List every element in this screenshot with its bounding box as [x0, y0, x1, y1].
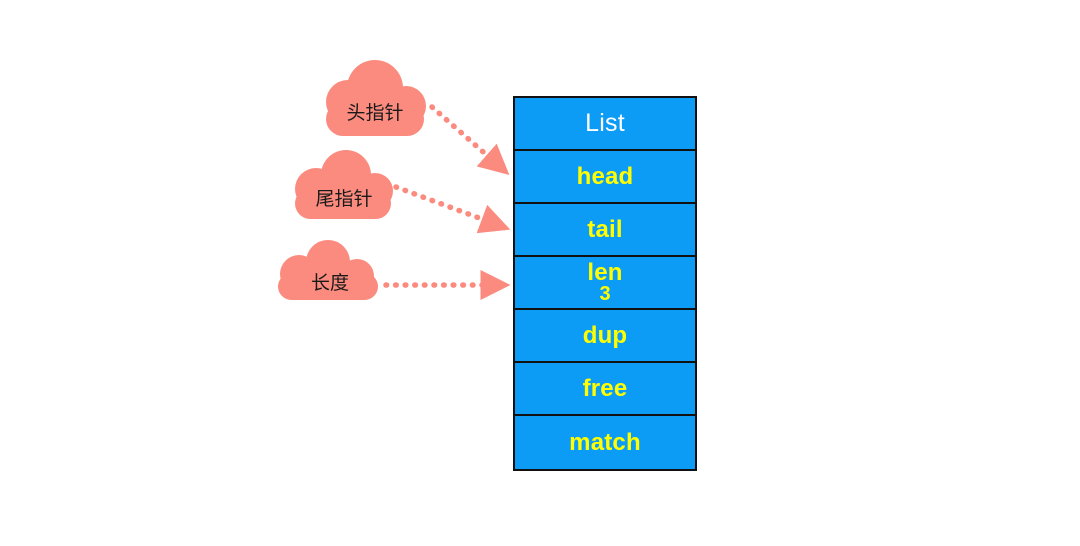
arrow-head-pointer: [429, 104, 510, 175]
struct-cell-label: match: [569, 428, 641, 456]
struct-cell-label: len: [587, 259, 623, 287]
struct-cell-label: List: [585, 109, 625, 138]
cloud-shape-icon: [295, 150, 393, 219]
annotation-cloud-length-label: 长度: [310, 272, 349, 294]
struct-row-len: len 3: [515, 257, 695, 310]
annotation-cloud-tail: 尾指针: [282, 150, 406, 222]
list-struct-table: List head tail len 3 dup free match: [513, 96, 697, 471]
cloud-shape-icon: [326, 60, 426, 136]
annotation-cloud-head: 头指针: [310, 60, 440, 140]
struct-cell-label: free: [582, 374, 628, 402]
arrow-tail-pointer: [393, 184, 511, 234]
struct-cell-label: tail: [587, 215, 623, 243]
annotation-cloud-tail-label: 尾指针: [315, 188, 373, 210]
struct-cell-value: 3: [599, 282, 611, 305]
struct-row-head: head: [515, 151, 695, 204]
cloud-shape-icon: [278, 240, 378, 300]
struct-cell-label: dup: [582, 321, 628, 349]
struct-row-tail: tail: [515, 204, 695, 257]
annotation-cloud-length: 长度: [268, 240, 392, 302]
struct-row-free: free: [515, 363, 695, 416]
struct-cell-label: head: [576, 162, 634, 190]
struct-row-list: List: [515, 98, 695, 151]
struct-row-match: match: [515, 416, 695, 469]
struct-row-dup: dup: [515, 310, 695, 363]
annotation-cloud-head-label: 头指针: [346, 102, 404, 124]
